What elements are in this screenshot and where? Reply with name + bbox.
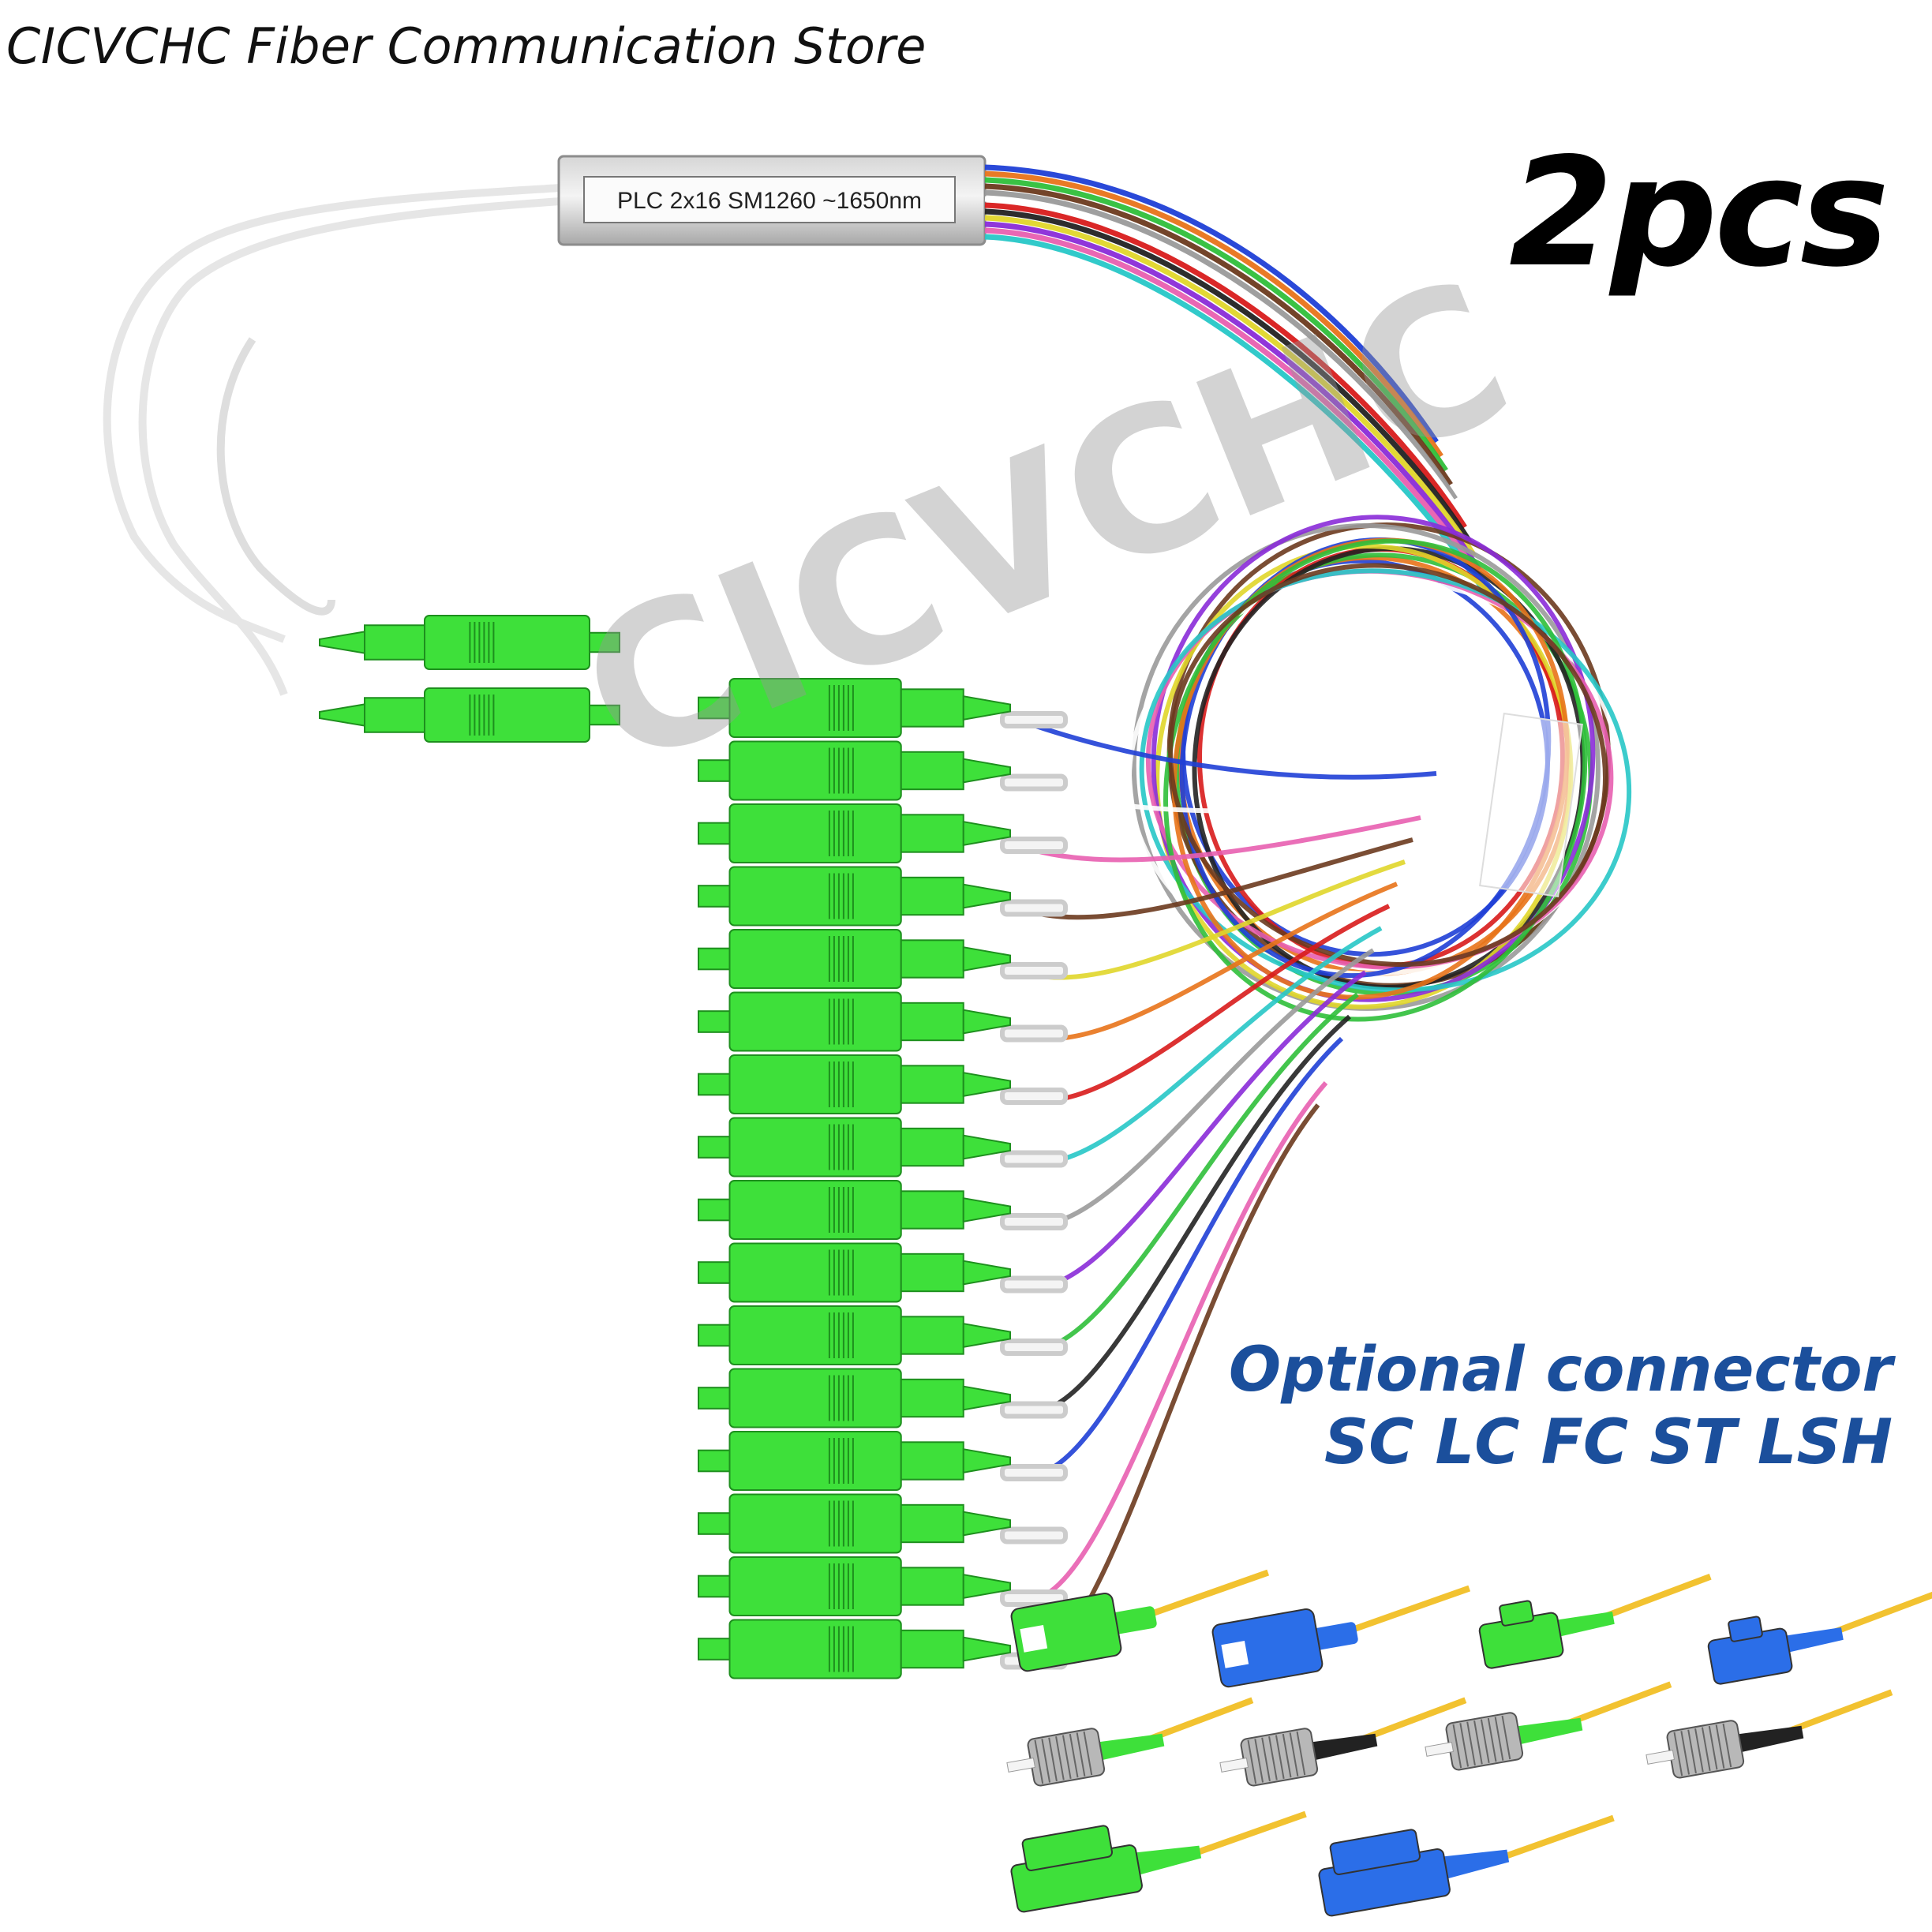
lsh-upc-icon [1318, 1814, 1615, 1917]
output-sc-apc-connector [698, 991, 1011, 1052]
fiber-tag [1000, 1088, 1068, 1105]
fiber-tail [1017, 1058, 1336, 1540]
output-fibers [984, 164, 1491, 600]
fiber-tag [1000, 1526, 1068, 1544]
fc-apc-icon [1006, 1697, 1254, 1787]
output-sc-apc-connector [698, 803, 1011, 863]
output-sc-apc-connector [698, 929, 1011, 989]
fiber-tail [1017, 970, 1367, 1290]
coil-tape [1479, 712, 1583, 898]
fiber-tag [1000, 962, 1068, 979]
splitter-label: PLC 2x16 SM1260 ~1650nm [617, 188, 922, 214]
lc-apc-icon [1478, 1574, 1712, 1669]
output-sc-apc-connector [698, 1242, 1011, 1303]
output-connector-stack [698, 678, 1011, 1679]
input-fiber-loop [103, 184, 561, 696]
fiber-tail [1017, 780, 1429, 814]
optional-connector-title: Optional connector [1228, 1335, 1893, 1406]
output-fiber [984, 202, 1467, 529]
st-upc-icon [1646, 1689, 1893, 1779]
fiber-tag [1000, 1401, 1068, 1419]
optional-connector-block: Optional connector SC LC FC ST LSH [1229, 1334, 1893, 1479]
optional-connector-gallery [1006, 1569, 1932, 1917]
output-fiber [984, 177, 1448, 472]
output-fiber [984, 221, 1481, 571]
lc-upc-icon [1707, 1589, 1932, 1685]
output-sc-apc-connector [698, 740, 1011, 801]
fiber-tag [1000, 837, 1068, 854]
fiber-tag [1000, 773, 1068, 792]
fiber-tag [1000, 1589, 1068, 1607]
fiber-coil [1126, 515, 1632, 1022]
sc-upc-icon [1211, 1585, 1471, 1688]
fiber-tag [1000, 1464, 1068, 1481]
output-sc-apc-connector [698, 1368, 1011, 1428]
output-sc-apc-connector [698, 1431, 1011, 1491]
output-fiber [984, 227, 1486, 586]
fiber-tag [1000, 899, 1068, 917]
sc-apc-icon [1010, 1569, 1270, 1672]
plc-splitter-body: PLC 2x16 SM1260 ~1650nm [557, 155, 987, 246]
fiber-tail [1017, 815, 1421, 863]
output-sc-apc-connector [698, 1117, 1011, 1178]
fiber-tail [1017, 992, 1359, 1352]
output-fiber [984, 196, 1462, 515]
input-connectors [319, 615, 620, 743]
output-sc-apc-connector [698, 1556, 1011, 1616]
output-sc-apc-connector [698, 1619, 1011, 1679]
quantity-badge: 2pcs [1509, 125, 1889, 300]
coil-loop [1131, 523, 1601, 1011]
output-fiber [984, 208, 1472, 543]
fiber-tag [1000, 1150, 1068, 1168]
coil-loop [1168, 563, 1608, 968]
fiber-tag [1000, 1339, 1068, 1356]
output-fiber [984, 183, 1453, 486]
output-fiber [984, 189, 1458, 500]
output-sc-apc-connector [698, 1180, 1011, 1240]
output-fiber [984, 170, 1443, 458]
output-sc-apc-connector [698, 678, 1011, 738]
output-sc-apc-connector [698, 1305, 1011, 1365]
fiber-tail [1017, 926, 1383, 1166]
coil-loop [1163, 538, 1588, 1022]
output-sc-apc-connector [698, 1054, 1011, 1114]
fiber-tail [1017, 717, 1437, 780]
lsh-apc-icon [1010, 1810, 1307, 1913]
fiber-tag [1000, 1024, 1068, 1043]
optional-connector-types: SC LC FC ST LSH [1324, 1407, 1893, 1479]
output-sc-apc-connector [698, 1493, 1011, 1554]
store-title: CICVCHC Fiber Communication Store [6, 17, 927, 75]
st-apc-icon [1425, 1681, 1672, 1771]
fiber-tag [1000, 711, 1068, 728]
input-sc-apc-connector [319, 615, 620, 670]
output-sc-apc-connector [698, 866, 1011, 927]
fiber-tag [1000, 1213, 1068, 1230]
output-fiber [984, 164, 1439, 444]
fc-upc-icon [1219, 1697, 1467, 1787]
fiber-tag [1000, 1275, 1068, 1294]
output-fiber [984, 215, 1477, 557]
fiber-tail [1017, 1081, 1328, 1603]
input-sc-apc-connector [319, 687, 620, 743]
